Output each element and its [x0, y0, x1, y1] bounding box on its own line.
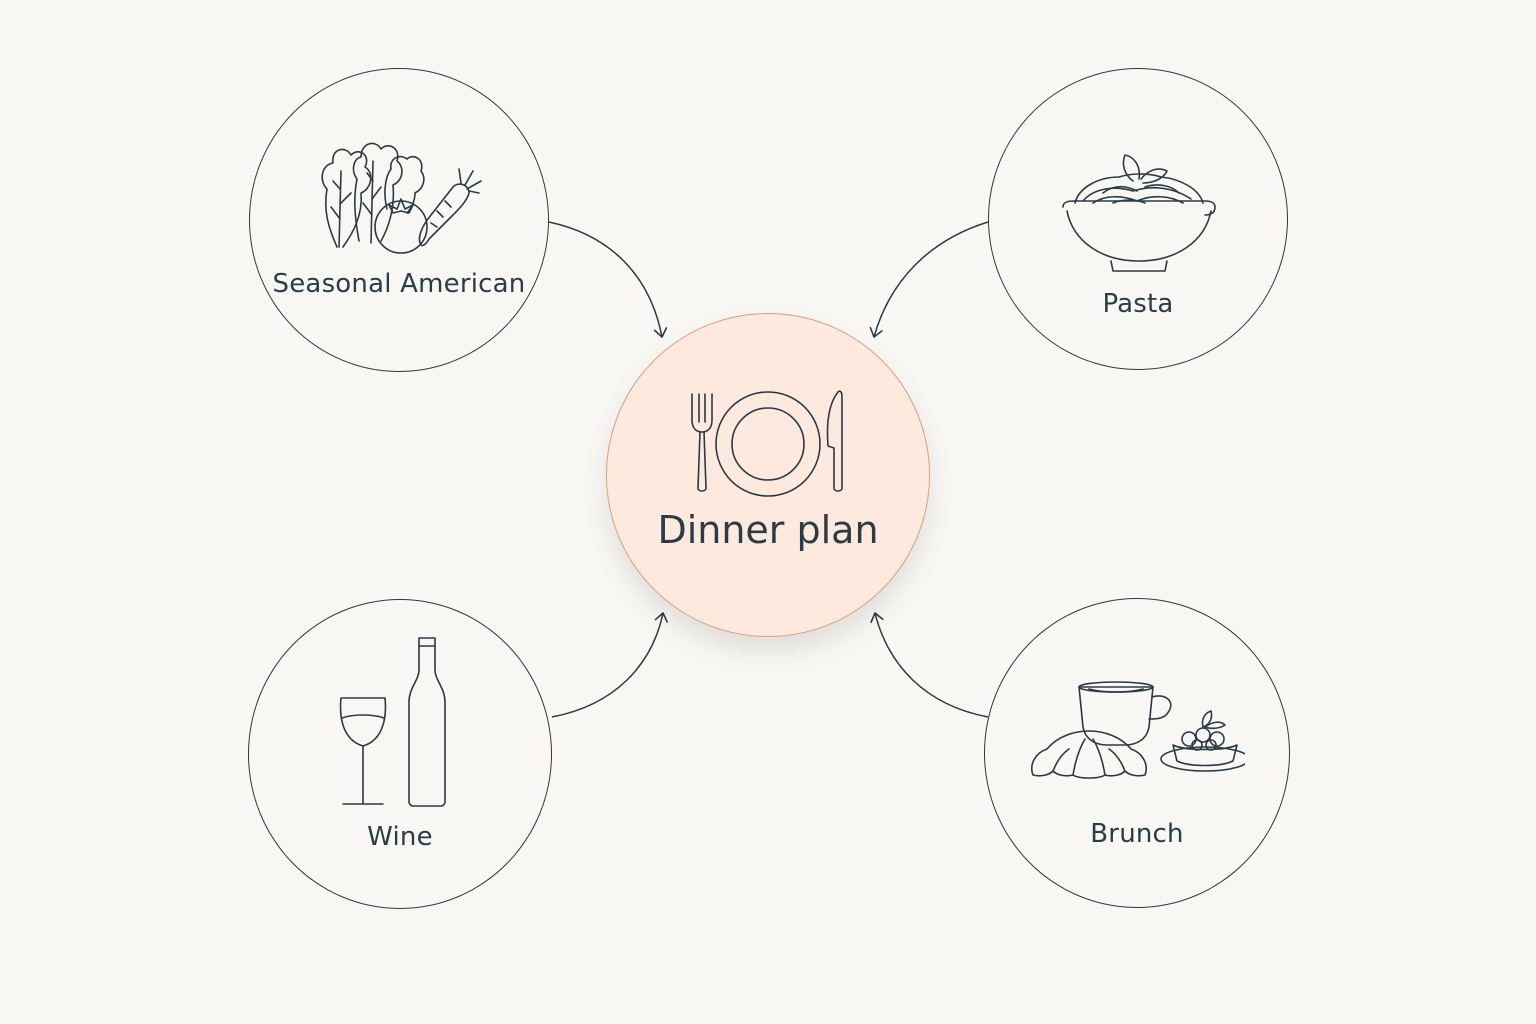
coffee-croissant-icon — [1029, 679, 1250, 791]
category-node-brunch[interactable]: Brunch — [984, 598, 1290, 908]
arrow-wine — [551, 612, 669, 718]
category-node-pasta[interactable]: Pasta — [988, 68, 1288, 370]
arrow-seasonal-american — [548, 221, 668, 338]
wine-glass-bottle-icon — [335, 636, 465, 816]
category-label: Pasta — [1102, 289, 1174, 319]
category-node-seasonal-american[interactable]: Seasonal American — [249, 68, 549, 372]
category-node-wine[interactable]: Wine — [248, 599, 552, 909]
center-label: Dinner plan — [657, 508, 879, 552]
category-label: Wine — [367, 822, 433, 852]
pasta-bowl-icon — [1053, 145, 1223, 279]
category-label: Seasonal American — [272, 269, 526, 299]
center-node-dinner-plan[interactable]: Dinner plan — [606, 313, 930, 637]
category-label: Brunch — [1090, 819, 1184, 849]
plate-fork-knife-icon — [688, 388, 848, 502]
arrow-pasta — [869, 221, 989, 338]
vegetables-icon — [309, 119, 489, 263]
arrow-brunch — [870, 612, 989, 718]
